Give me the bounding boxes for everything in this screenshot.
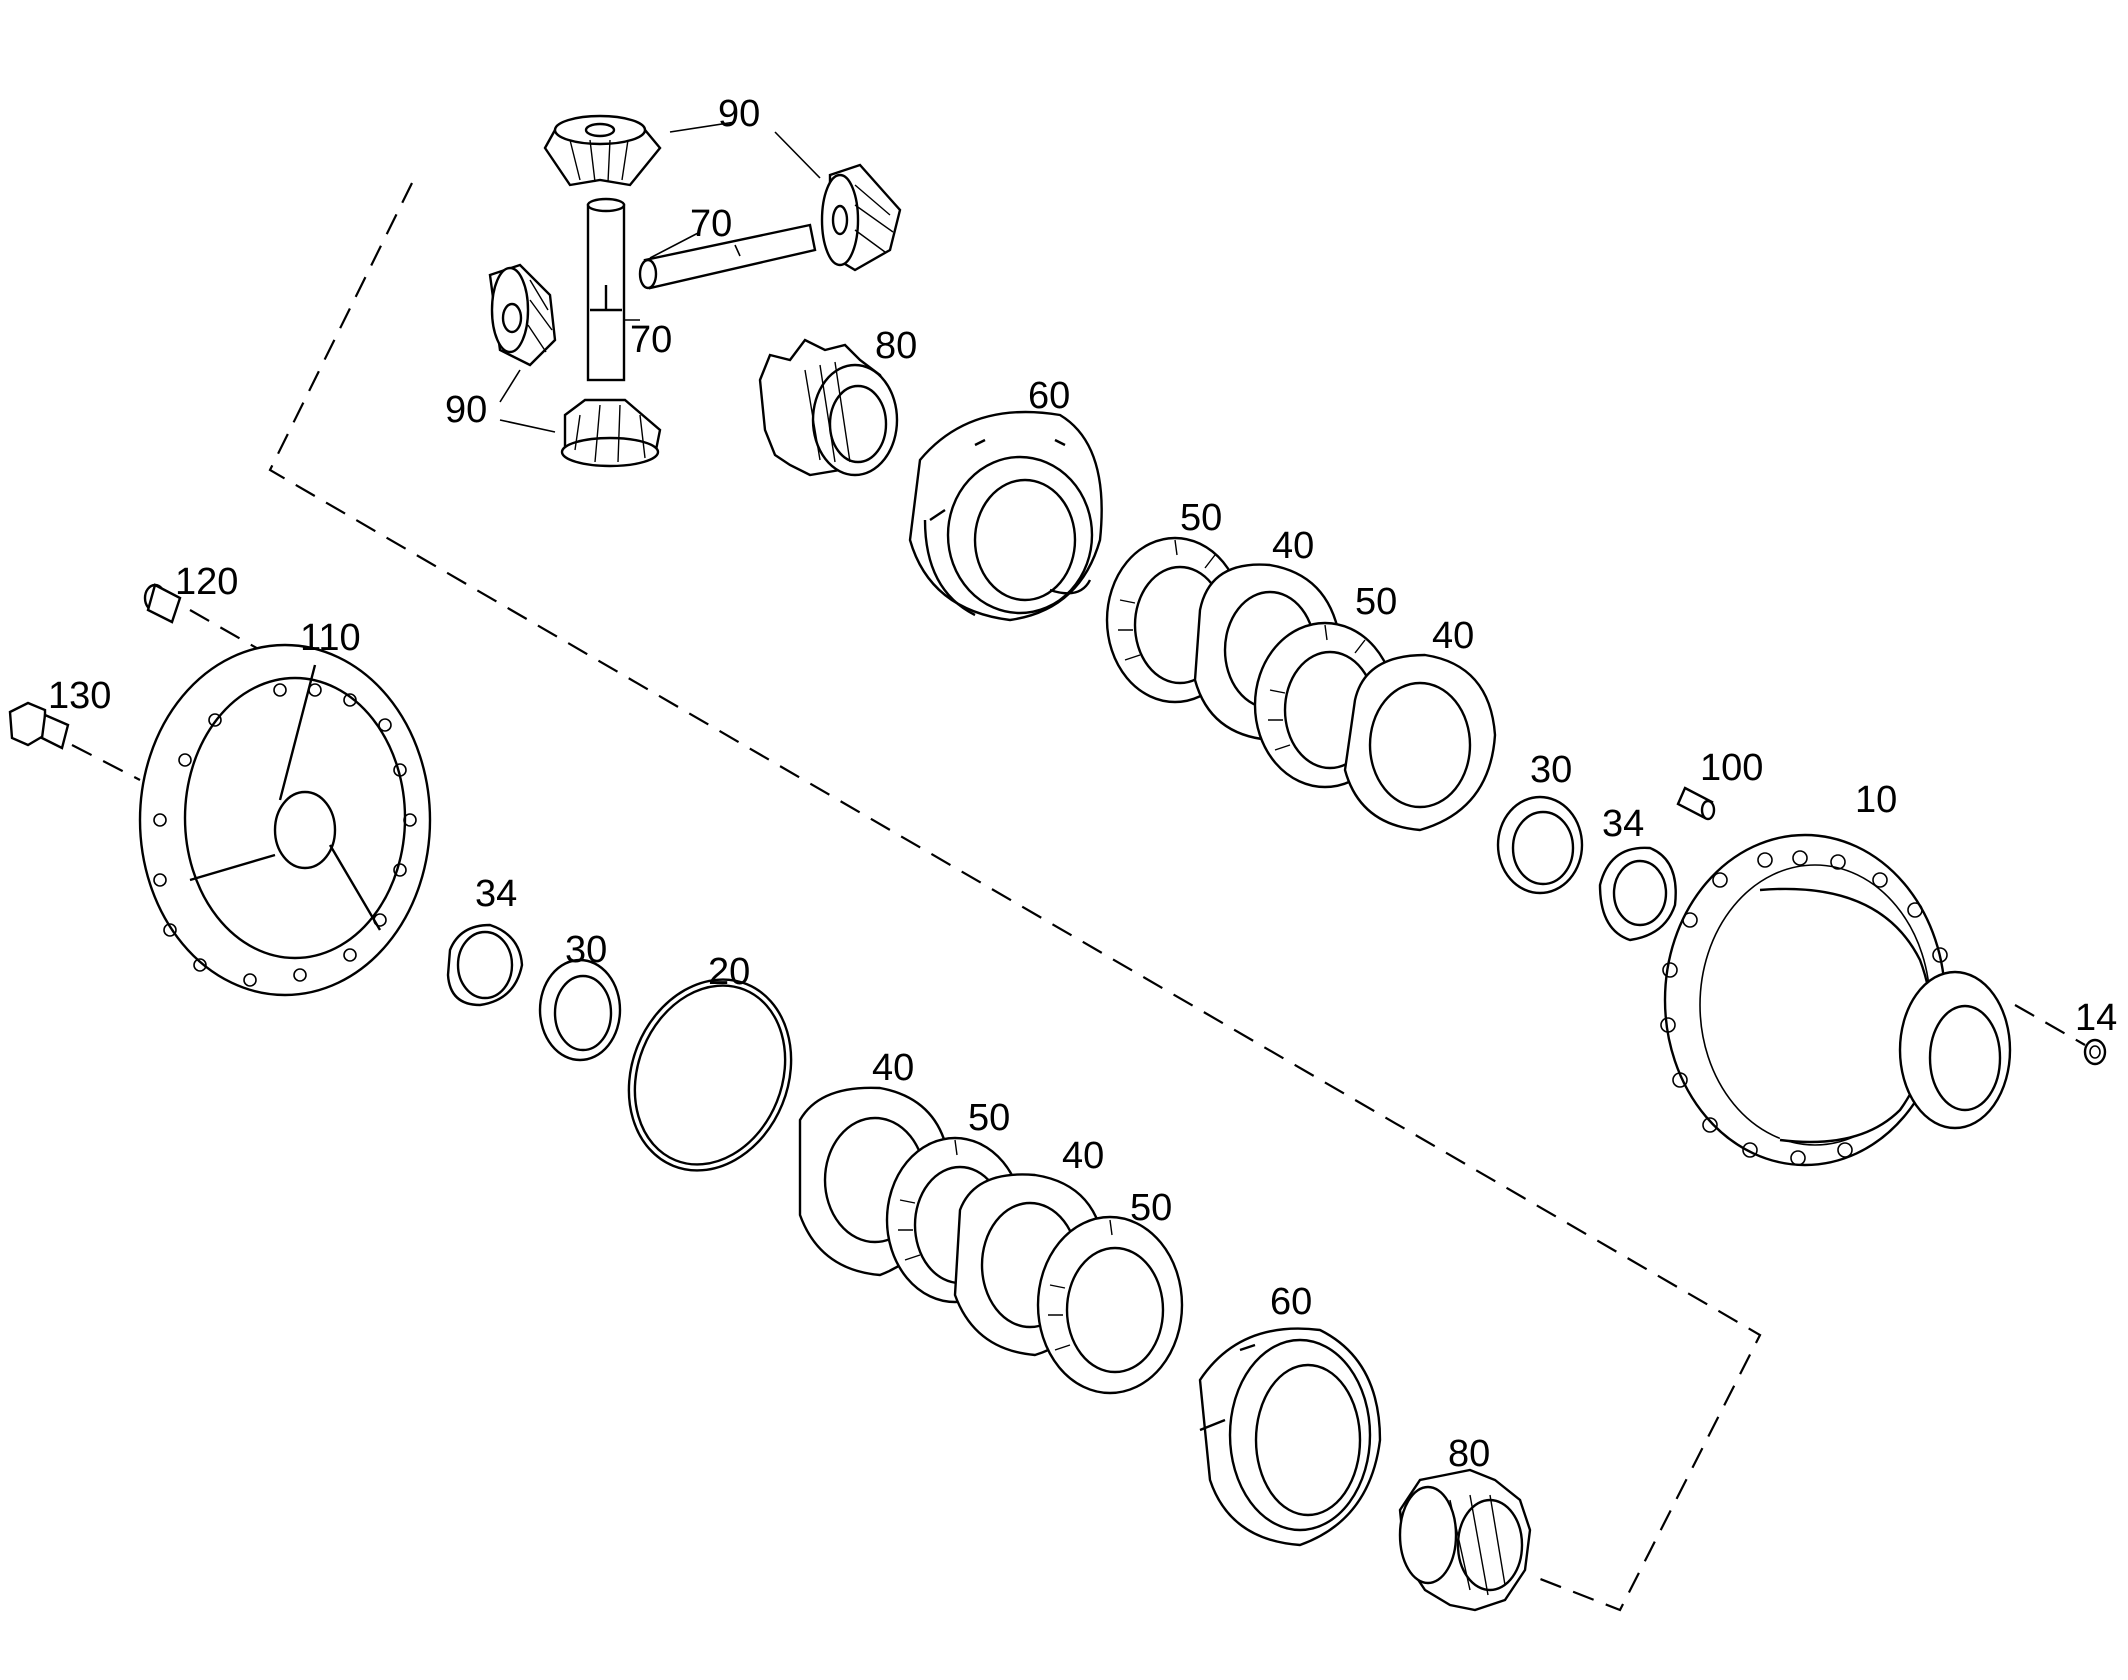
callout-30: 30	[565, 929, 607, 971]
callout-60: 60	[1270, 1281, 1312, 1323]
spider-gear-90-top	[543, 114, 662, 187]
steel-plate-40-top-2	[1343, 653, 1497, 832]
callout-40: 40	[1062, 1135, 1104, 1177]
thrust-washer-30-left	[538, 958, 622, 1062]
cross-shaft-70-horizontal	[638, 223, 817, 290]
spider-gear-90-bottom	[560, 398, 662, 468]
callout-50: 50	[968, 1097, 1010, 1139]
callout-100: 100	[1700, 747, 1763, 789]
housing-cover-110	[138, 643, 432, 997]
callout-20: 20	[708, 951, 750, 993]
callout-30: 30	[1530, 749, 1572, 791]
callout-90: 90	[445, 389, 487, 431]
plug-14	[2083, 1038, 2107, 1066]
callout-50: 50	[1355, 581, 1397, 623]
callout-14: 14	[2075, 997, 2117, 1039]
shim-34-left	[446, 923, 524, 1007]
clutch-ring-60-bottom	[1198, 1327, 1382, 1547]
axis-line-130	[71, 744, 141, 781]
leader-lines	[499, 121, 821, 433]
friction-disc-50-bottom-2	[1036, 1215, 1184, 1395]
callout-34: 34	[475, 873, 517, 915]
side-gear-80-bottom	[1398, 1468, 1532, 1612]
snap-ring-20	[627, 978, 793, 1172]
callout-90: 90	[718, 93, 760, 135]
callout-60: 60	[1028, 375, 1070, 417]
callout-labels: 90 70 70 90 80 60 50 40 50 40 120 110 13…	[48, 93, 2117, 1475]
thrust-washer-30-right	[1496, 795, 1584, 895]
clutch-ring-60-top	[908, 410, 1103, 622]
pin-100	[1676, 786, 1716, 821]
callout-40: 40	[872, 1047, 914, 1089]
callout-70: 70	[630, 319, 672, 361]
spider-gear-90-left	[488, 263, 557, 367]
screw-120	[143, 583, 182, 624]
bolt-130	[8, 701, 70, 750]
callout-34: 34	[1602, 803, 1644, 845]
callout-40: 40	[1272, 525, 1314, 567]
callout-130: 130	[48, 675, 111, 717]
callout-80: 80	[875, 325, 917, 367]
axis-line-14	[2014, 1004, 2086, 1046]
callout-10: 10	[1855, 779, 1897, 821]
assembly-boundary	[268, 182, 1762, 1612]
callout-120: 120	[175, 561, 238, 603]
callout-80: 80	[1448, 1433, 1490, 1475]
callout-70: 70	[690, 203, 732, 245]
shim-34-right	[1598, 846, 1677, 942]
callout-40: 40	[1432, 615, 1474, 657]
differential-housing-10	[1660, 833, 2012, 1167]
side-gear-80-top	[758, 338, 899, 477]
axis-line-120	[189, 609, 261, 651]
callout-110: 110	[300, 617, 361, 659]
callout-50: 50	[1180, 497, 1222, 539]
spider-gear-90-right	[820, 163, 902, 272]
cross-shaft-70-vertical	[586, 197, 626, 382]
callout-50: 50	[1130, 1187, 1172, 1229]
